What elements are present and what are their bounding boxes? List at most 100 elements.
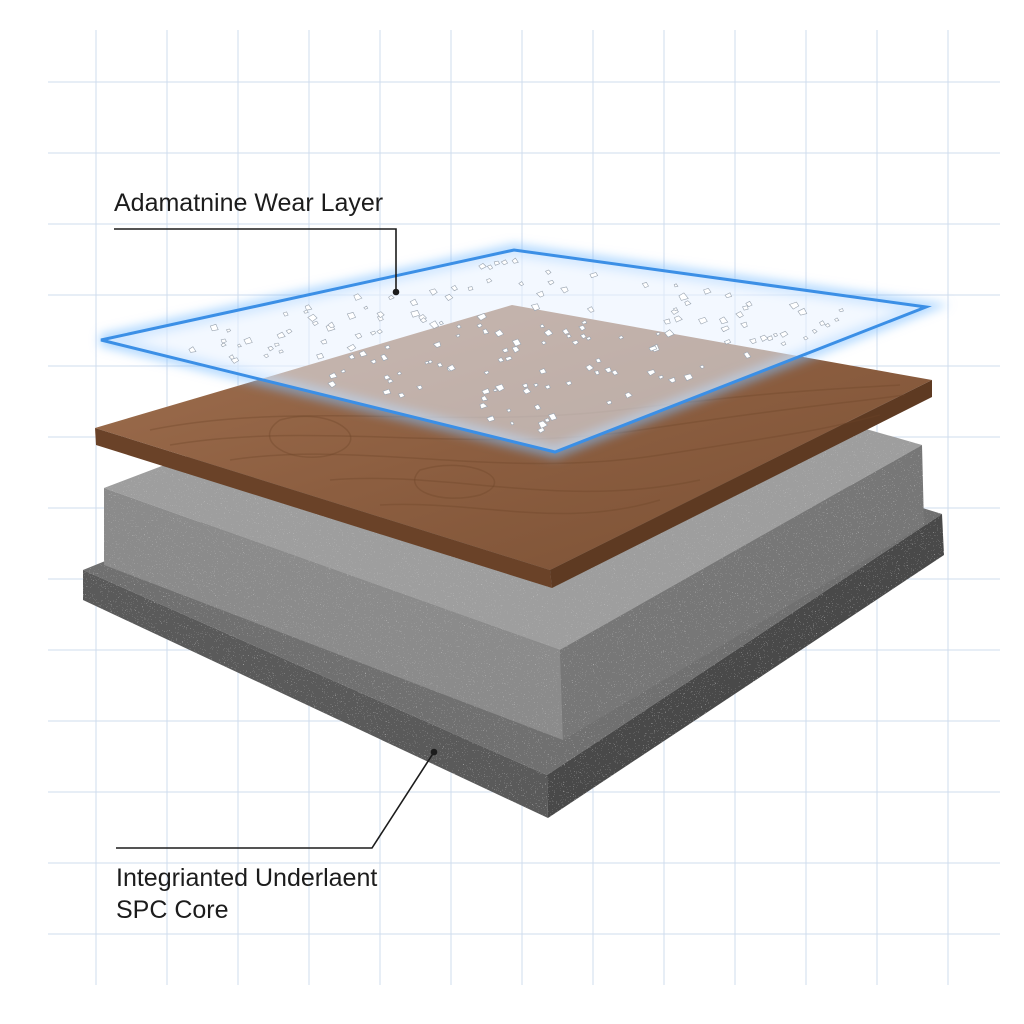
wear-particle [327,380,337,388]
wear-particle [327,321,335,329]
wear-particle [486,264,494,270]
wear-particle [535,290,545,298]
wear-particle [539,323,546,329]
wear-particle [486,278,493,284]
base-core-right-side [547,514,944,818]
wear-particle [456,324,462,329]
wear-particle [646,369,656,376]
wear-particle [370,359,377,365]
wear-particle [683,373,694,382]
wear-particle [383,374,391,381]
wear-particle [565,380,573,386]
wear-particle [648,345,658,352]
wear-particle [316,353,325,360]
wear-particle [511,257,519,264]
wear-particle [486,415,495,423]
wear-particle [480,395,489,402]
wear-particle [544,384,551,390]
core-layer-label-line1: Integrianted Underlaent [116,864,378,892]
wear-particle [427,359,434,364]
wear-particle [537,420,548,430]
wear-particle [740,321,748,328]
wear-particle [611,369,619,376]
wear-particle [724,292,733,299]
wear-particle [278,349,284,354]
wear-particle [346,312,357,320]
wear-particle [410,310,421,318]
wear-particle [511,346,520,354]
wear-particle [674,315,683,323]
wear-particle [547,279,555,286]
wear-particle [363,305,369,310]
wear-particle [188,346,197,353]
wear-particle [354,332,363,339]
wear-particle [320,338,328,345]
wear-particle [467,286,474,291]
wear-particle [303,309,309,314]
wear-particle [745,300,753,307]
wear-particle [267,346,274,352]
wear-particle [501,347,509,353]
wear-particle [604,366,612,374]
wear-particle [346,344,357,352]
wear-particle [348,353,356,360]
wear-particle [274,342,280,347]
wear-particle [358,350,368,358]
wear-particle [678,292,689,301]
wear-particle [263,353,269,359]
wear-particle [429,320,440,329]
wear-particle [803,335,809,341]
wear-particle [664,329,675,338]
wear-particle [663,318,671,325]
wear-particle [438,320,444,325]
wear-particle [743,351,752,359]
wear-particle [541,340,547,345]
wear-particle [788,301,800,310]
wear-particle [579,333,587,339]
wear-particle [380,353,389,362]
wear-particle [478,263,487,270]
wear-particle [530,303,540,312]
wear-particle [548,412,558,421]
underlayment-front-side [104,488,563,740]
wear-particle [384,344,391,350]
wear-particle [353,293,363,301]
wear-particle [811,329,818,334]
wear-particle [522,383,529,388]
wear-particle [482,328,490,335]
wear-layer [99,243,950,459]
wear-particle [684,300,692,306]
wear-particle [624,391,633,399]
wear-particle [585,336,592,341]
wear-particle [719,316,729,325]
wear-particle [387,378,394,384]
wear-particle [673,283,679,288]
wear-particle [759,334,769,342]
wear-particle [396,371,402,376]
wear-particle [779,330,789,338]
wear-particle [533,383,539,388]
wear-particle [543,328,554,337]
wear-particle [585,364,594,372]
wear-particle [276,331,286,339]
wear-particle [772,332,778,338]
wear-particle [447,364,456,372]
wear-particle [304,304,313,311]
wear-particle [432,341,442,348]
wear-particle [562,328,570,335]
wear-particle [699,364,705,369]
wear-particle [483,370,490,375]
wear-layer-label: Adamatnine Wear Layer [114,189,384,217]
wear-particle [505,355,513,362]
core-leader-dot [430,748,438,756]
wear-particle [476,312,487,321]
wear-particle [444,293,454,301]
wear-particle [742,305,749,311]
wear-particle [497,356,505,363]
wear-particle [494,383,505,392]
wear-particle [437,362,443,368]
wear-particle [578,324,586,332]
wear-particle [723,339,732,345]
wear-particle [450,285,458,292]
wear-particle [589,272,599,279]
